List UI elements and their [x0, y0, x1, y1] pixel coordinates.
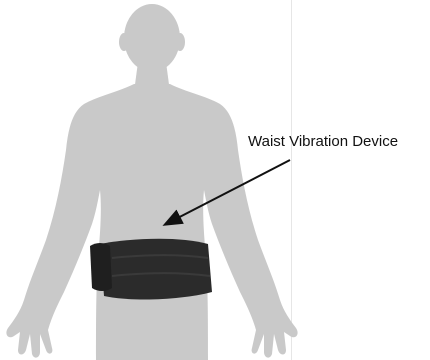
device-label: Waist Vibration Device — [248, 133, 398, 150]
human-figure-silhouette-icon — [6, 4, 297, 360]
waist-belt-device — [90, 239, 212, 300]
